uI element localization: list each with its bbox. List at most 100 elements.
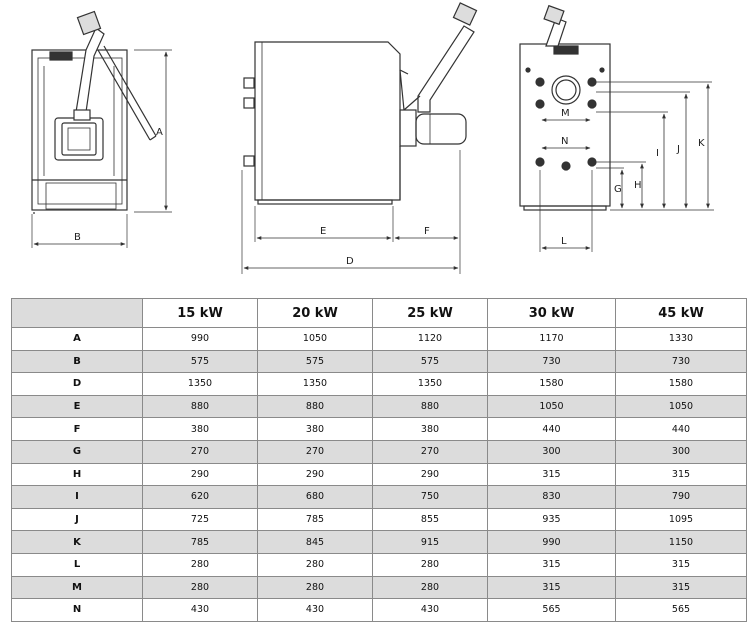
table-cell: 1580 — [487, 372, 616, 396]
table-cell: 1170 — [487, 327, 616, 351]
table-cell: 830 — [487, 485, 616, 509]
header-30kw: 30 kW — [487, 298, 616, 328]
table-cell: 1580 — [615, 372, 747, 396]
row-label: D — [11, 372, 143, 396]
table-cell: 880 — [257, 394, 373, 419]
row-label: E — [11, 394, 143, 419]
row-label: H — [11, 462, 143, 487]
table-cell: 575 — [372, 349, 488, 374]
table-cell: 1050 — [615, 394, 747, 419]
front-view — [31, 10, 157, 214]
header-25kw: 25 kW — [372, 298, 488, 328]
row-label: A — [11, 327, 143, 351]
table-cell: 750 — [372, 485, 488, 509]
table-cell: 1330 — [615, 327, 747, 351]
dim-label-m: M — [561, 108, 570, 119]
table-cell: 290 — [257, 462, 373, 487]
table-cell: 845 — [257, 530, 373, 554]
dim-label-f: F — [424, 226, 430, 237]
table-cell: 380 — [257, 417, 373, 441]
table-cell: 730 — [615, 349, 747, 374]
table-cell: 1050 — [257, 327, 373, 351]
table-cell: 620 — [142, 485, 258, 509]
table-cell: 565 — [487, 598, 616, 622]
dim-label-j: J — [676, 144, 680, 155]
table-cell: 1350 — [142, 372, 258, 396]
row-label: G — [11, 439, 143, 464]
table-cell: 280 — [372, 552, 488, 577]
rear-view — [519, 4, 611, 211]
table-cell: 300 — [487, 439, 616, 464]
table-header-row: 15 kW 20 kW 25 kW 30 kW 45 kW — [11, 298, 747, 328]
table-cell: 270 — [257, 439, 373, 464]
dim-label-k: K — [698, 138, 705, 149]
table-cell: 680 — [257, 485, 373, 509]
header-20kw: 20 kW — [257, 298, 373, 328]
header-15kw: 15 kW — [142, 298, 258, 328]
table-cell: 280 — [372, 575, 488, 600]
table-cell: 280 — [142, 575, 258, 600]
table-cell: 280 — [142, 552, 258, 577]
table-cell: 380 — [372, 417, 488, 441]
table-cell: 315 — [615, 462, 747, 487]
table-cell: 270 — [372, 439, 488, 464]
dim-label-e: E — [320, 226, 326, 237]
row-label: J — [11, 507, 143, 532]
row-label: M — [11, 575, 143, 600]
table-cell: 440 — [615, 417, 747, 441]
table-cell: 855 — [372, 507, 488, 532]
table-cell: 1150 — [615, 530, 747, 554]
table-cell: 915 — [372, 530, 488, 554]
table-cell: 935 — [487, 507, 616, 532]
table-cell: 290 — [142, 462, 258, 487]
table-cell: 990 — [487, 530, 616, 554]
table-cell: 430 — [257, 598, 373, 622]
dim-label-a: A — [156, 127, 163, 138]
table-cell: 880 — [142, 394, 258, 419]
table-cell: 280 — [257, 575, 373, 600]
table-cell: 430 — [372, 598, 488, 622]
table-cell: 790 — [615, 485, 747, 509]
table-cell: 1095 — [615, 507, 747, 532]
table-cell: 785 — [257, 507, 373, 532]
table-cell: 300 — [615, 439, 747, 464]
table-cell: 315 — [487, 575, 616, 600]
table-cell: 730 — [487, 349, 616, 374]
table-cell: 280 — [257, 552, 373, 577]
row-label: N — [11, 598, 143, 622]
table-cell: 785 — [142, 530, 258, 554]
dim-label-i: I — [656, 148, 659, 159]
dim-label-h: H — [634, 180, 642, 191]
dim-label-b: B — [74, 232, 81, 243]
table-cell: 440 — [487, 417, 616, 441]
header-corner — [11, 298, 143, 328]
side-view — [243, 2, 478, 205]
table-cell: 315 — [487, 552, 616, 577]
row-label: K — [11, 530, 143, 554]
table-cell: 725 — [142, 507, 258, 532]
table-cell: 1050 — [487, 394, 616, 419]
table-cell: 575 — [257, 349, 373, 374]
table-cell: 315 — [487, 462, 616, 487]
table-cell: 990 — [142, 327, 258, 351]
dim-label-n: N — [561, 136, 568, 147]
table-cell: 565 — [615, 598, 747, 622]
table-cell: 1350 — [372, 372, 488, 396]
table-cell: 315 — [615, 552, 747, 577]
table-cell: 430 — [142, 598, 258, 622]
